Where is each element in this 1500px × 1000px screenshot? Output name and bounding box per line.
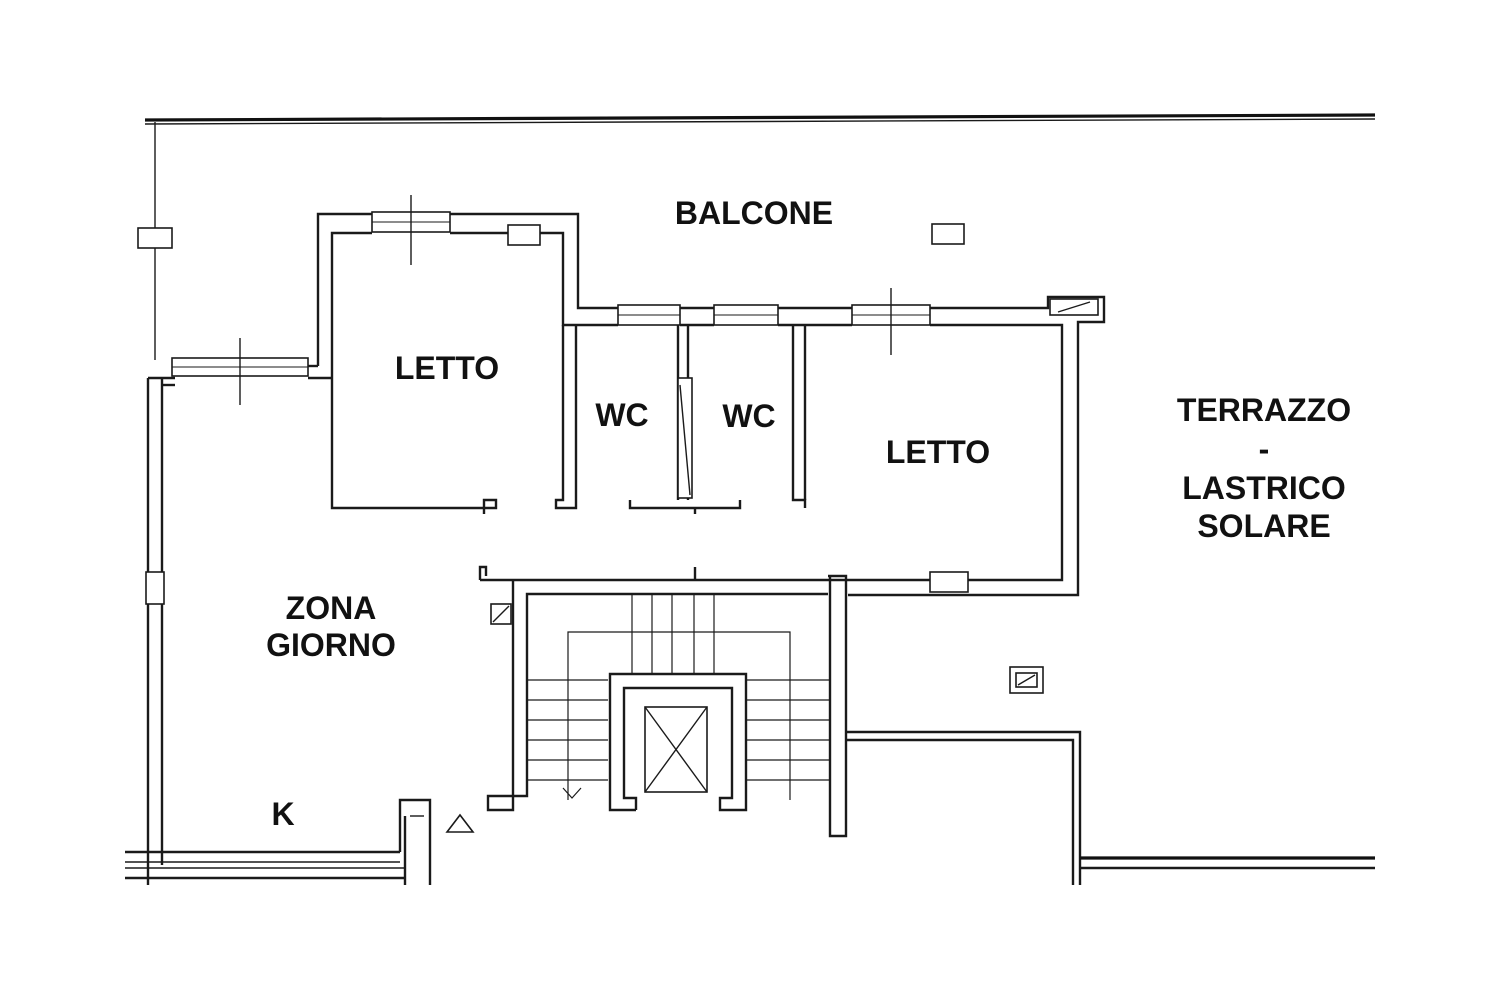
room-label-zona-1: ZONA <box>286 590 377 626</box>
bedroom-2-walls <box>478 288 1106 597</box>
room-label-terrazzo-1: TERRAZZO <box>1177 392 1351 428</box>
room-label-terrazzo-4: SOLARE <box>1197 508 1330 544</box>
room-label-terrazzo-2: - <box>1259 431 1270 467</box>
room-label-wc-2: WC <box>722 398 775 434</box>
living-top-wall <box>148 338 332 405</box>
top-boundary <box>144 113 1376 125</box>
terrace-lower-walls <box>846 666 1375 885</box>
stair-core <box>486 574 848 838</box>
bedroom-1-walls <box>316 195 618 514</box>
stair-arrow-icon <box>562 787 582 799</box>
room-label-balcone: BALCONE <box>675 195 833 231</box>
room-label-zona-2: GIORNO <box>266 627 396 663</box>
room-label-wc-1: WC <box>595 397 648 433</box>
left-guide-line <box>137 122 173 360</box>
room-label-terrazzo-3: LASTRICO <box>1182 470 1346 506</box>
room-label-letto-2: LETTO <box>886 434 990 470</box>
room-label-letto-1: LETTO <box>395 350 499 386</box>
living-left-wall <box>145 378 165 885</box>
kitchen-walls <box>125 798 475 885</box>
wc-walls <box>617 304 852 514</box>
triangle-marker-icon <box>445 813 475 833</box>
room-label-kitchen: K <box>271 796 294 832</box>
balcony-fixture <box>931 223 965 245</box>
